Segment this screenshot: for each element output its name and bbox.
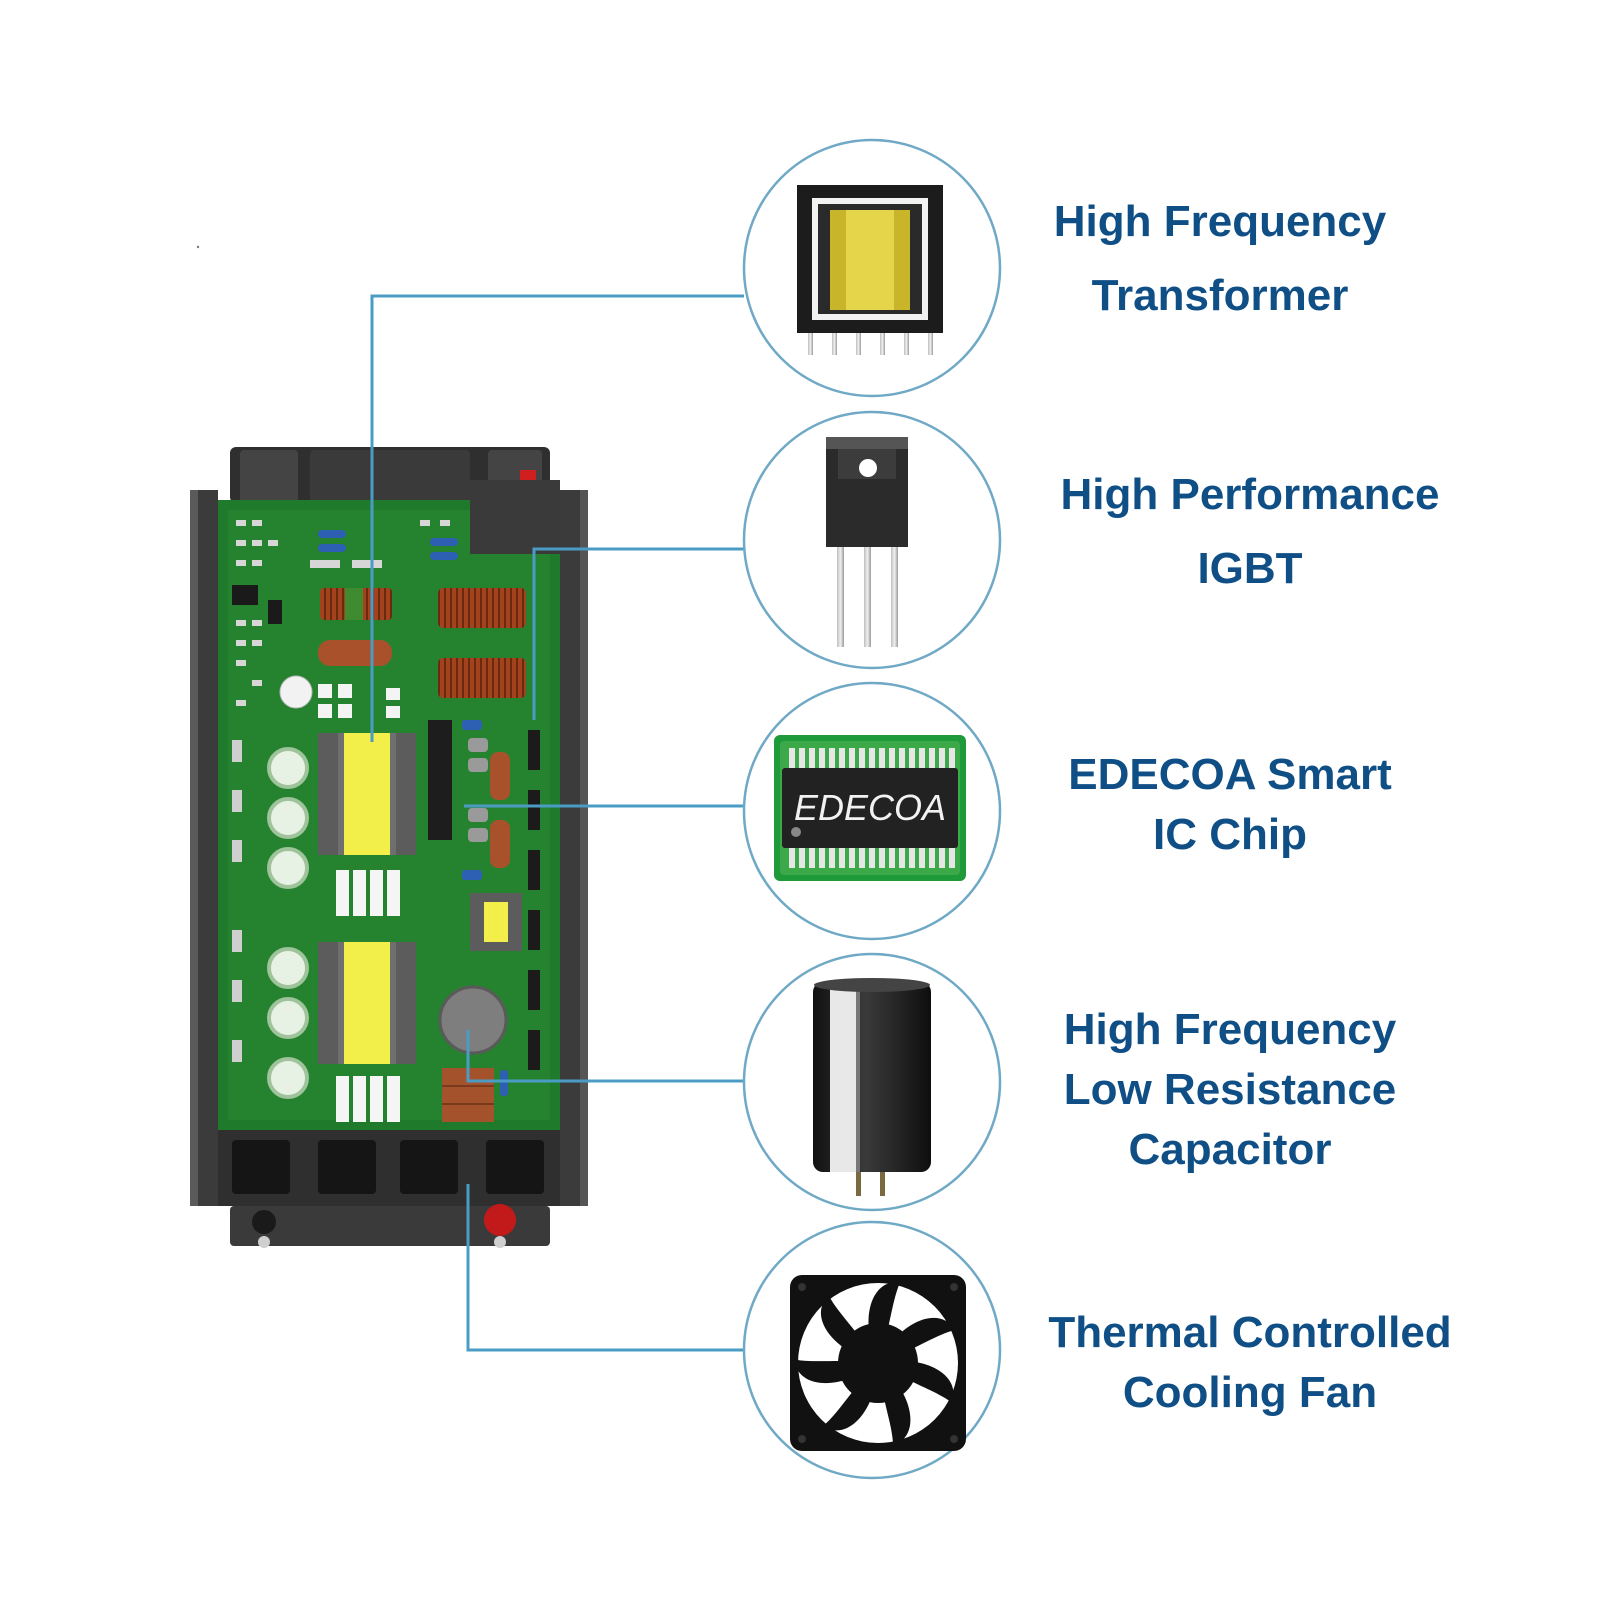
terminal-base xyxy=(230,1206,550,1246)
brown-capacitor xyxy=(490,752,510,800)
ic-small xyxy=(232,585,258,605)
feature-label-ic-chip: EDECOA Smart IC Chip xyxy=(1040,745,1420,865)
chip-pin xyxy=(789,848,795,868)
relay-block xyxy=(470,480,560,554)
feature-line: IGBT xyxy=(1197,544,1303,593)
left-mosfets xyxy=(232,740,242,1062)
chip-pin xyxy=(949,748,955,768)
output-inductor xyxy=(438,588,526,628)
chip-pin xyxy=(809,748,815,768)
left-rail-edge xyxy=(190,490,198,1206)
feature-line: Cooling Fan xyxy=(1122,1368,1378,1417)
chip-pin xyxy=(799,748,805,768)
positive-terminal xyxy=(484,1204,516,1236)
filter-capacitors xyxy=(267,747,309,1099)
chip-marking: EDECOA xyxy=(794,787,946,828)
inverter-pcb-illustration xyxy=(190,447,588,1248)
chip-pin xyxy=(929,848,935,868)
chip-pin xyxy=(869,748,875,768)
terminal-bolt xyxy=(494,1236,506,1248)
control-components xyxy=(468,738,488,842)
igbt-icon xyxy=(826,437,908,647)
output-inductor xyxy=(438,658,526,698)
negative-terminal xyxy=(252,1210,276,1234)
chip-pin xyxy=(879,848,885,868)
large-capacitor xyxy=(438,985,508,1055)
chip-pin xyxy=(879,748,885,768)
feature-line: High Frequency xyxy=(1053,197,1387,246)
resistor-bank xyxy=(336,870,400,1122)
feature-label-transformer: High Frequency Transformer xyxy=(1030,192,1410,326)
white-components xyxy=(318,684,400,718)
chip-pin xyxy=(919,748,925,768)
feature-line: High Frequency xyxy=(1063,1005,1397,1054)
bottom-fan-slots xyxy=(232,1140,544,1194)
chip-pin xyxy=(909,748,915,768)
red-indicator xyxy=(520,470,536,480)
callout-line-igbt xyxy=(532,547,744,720)
blue-resistors xyxy=(318,530,508,1096)
callout-lines xyxy=(370,294,744,1352)
chip-pin xyxy=(839,748,845,768)
chip-pin xyxy=(929,748,935,768)
feature-line: Low Resistance xyxy=(1063,1065,1397,1114)
chip-pin xyxy=(939,748,945,768)
callout-line-transformer xyxy=(370,294,744,742)
chip-pin xyxy=(859,748,865,768)
callout-line-cooling-fan xyxy=(466,1184,744,1352)
feature-line: Transformer xyxy=(1091,271,1349,320)
cooling-fan-icon xyxy=(790,1275,966,1451)
feature-line: EDECOA Smart xyxy=(1068,750,1392,799)
ic-small xyxy=(268,600,282,624)
feature-label-igbt: High Performance IGBT xyxy=(1040,465,1460,599)
right-rail-edge xyxy=(580,490,588,1206)
transformer-icon xyxy=(797,185,943,355)
chip-pin xyxy=(839,848,845,868)
main-transformer-1 xyxy=(318,733,416,855)
chip-pin xyxy=(809,848,815,868)
chip-pin xyxy=(869,848,875,868)
feature-line: Capacitor xyxy=(1128,1125,1332,1174)
inductor-core xyxy=(345,588,363,620)
feature-line: Thermal Controlled xyxy=(1048,1308,1452,1357)
buzzer xyxy=(279,675,313,709)
chip-pin xyxy=(829,848,835,868)
terminal-bolt xyxy=(258,1236,270,1248)
capacitor-icon xyxy=(813,978,931,1196)
chip-pin xyxy=(849,848,855,868)
brown-capacitor xyxy=(318,640,392,666)
smd-components xyxy=(236,520,450,706)
chip-pin xyxy=(829,748,835,768)
chip-pin xyxy=(849,748,855,768)
chip-pin xyxy=(859,848,865,868)
chip-pin xyxy=(819,748,825,768)
chip-pin xyxy=(909,848,915,868)
feature-line: IC Chip xyxy=(1153,810,1307,859)
chip-pin xyxy=(949,848,955,868)
top-fan-slot xyxy=(310,450,470,502)
chip-pin xyxy=(899,848,905,868)
brown-capacitor xyxy=(490,820,510,868)
chip-pin xyxy=(889,848,895,868)
chip-pin xyxy=(799,848,805,868)
chip-pin xyxy=(889,748,895,768)
callout-line-capacitor xyxy=(466,1030,744,1083)
small-transformer xyxy=(470,893,522,951)
igbt-row xyxy=(528,730,540,1070)
stray-dot xyxy=(196,245,200,249)
chip-pin xyxy=(899,748,905,768)
chip-pin xyxy=(819,848,825,868)
control-ic-strip xyxy=(428,720,452,840)
chip-pin xyxy=(919,848,925,868)
chip-pin xyxy=(789,748,795,768)
ic-chip-icon: EDECOA xyxy=(774,735,966,881)
main-transformer-2 xyxy=(318,942,416,1064)
feature-label-cooling-fan: Thermal Controlled Cooling Fan xyxy=(1040,1303,1460,1423)
top-fan-slot xyxy=(240,450,298,502)
chip-pin xyxy=(939,848,945,868)
feature-label-capacitor: High Frequency Low Resistance Capacitor xyxy=(1040,1000,1420,1180)
feature-line: High Performance xyxy=(1060,470,1440,519)
